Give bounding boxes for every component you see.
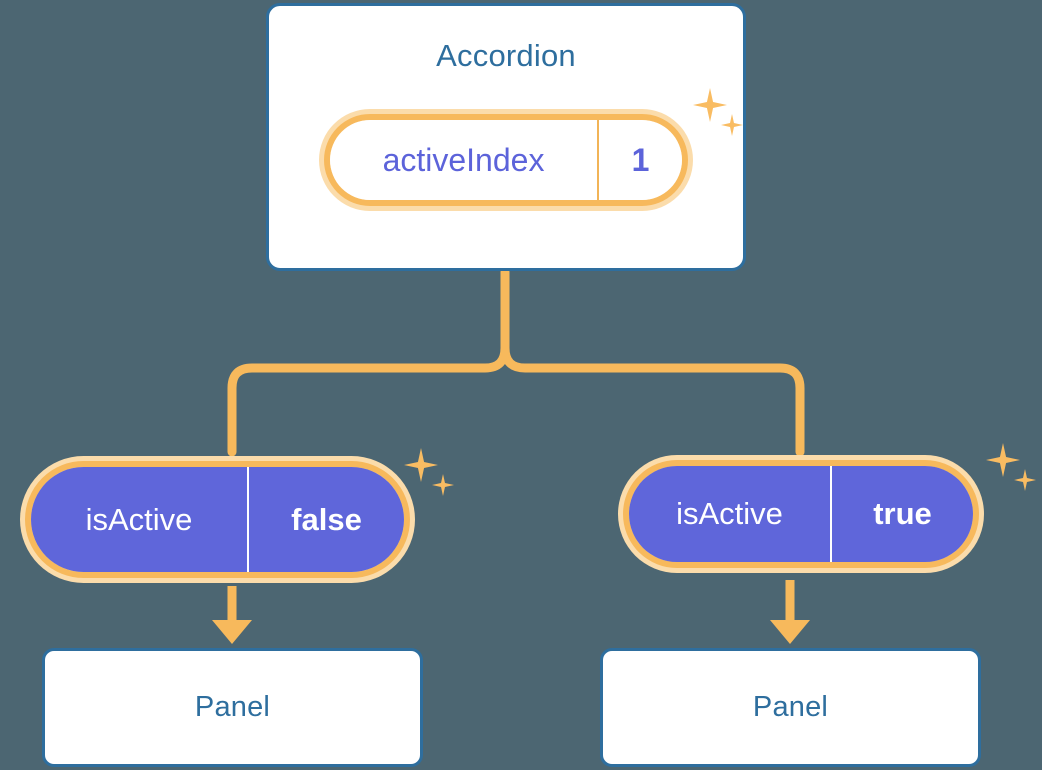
sparkle-group-left (404, 448, 460, 504)
arrow-right-head (770, 620, 810, 644)
state-pill-body: isActive false (31, 467, 404, 572)
connector-to-left-branch (227, 343, 510, 457)
sparkle-small-icon (1014, 469, 1036, 491)
state-value-label: 1 (597, 120, 682, 200)
state-key-label: isActive (85, 501, 193, 537)
sparkle-small-icon (432, 474, 454, 496)
sparkle-large-icon (404, 448, 438, 482)
state-pill-activeindex[interactable]: activeIndex 1 (319, 109, 693, 211)
state-key-label: activeIndex (382, 141, 545, 178)
state-key-label: isActive (676, 496, 783, 531)
state-pill-isactive-false[interactable]: isActive false (20, 456, 415, 583)
state-value-label: false (247, 467, 404, 572)
state-pill-body: isActive true (629, 466, 973, 562)
panel-card-left[interactable]: Panel (42, 648, 423, 767)
sparkle-large-icon (986, 443, 1020, 477)
state-pill-isactive-true[interactable]: isActive true (618, 455, 984, 573)
state-pill-body: activeIndex 1 (330, 120, 682, 200)
arrow-left-head (212, 620, 252, 644)
page-title: Accordion (436, 38, 576, 73)
panel-title: Panel (752, 691, 829, 723)
state-value-label: true (830, 466, 973, 562)
panel-card-right[interactable]: Panel (600, 648, 981, 767)
sparkle-group-right (986, 443, 1042, 499)
connector-to-right-branch (500, 343, 805, 457)
panel-title: Panel (194, 691, 271, 723)
